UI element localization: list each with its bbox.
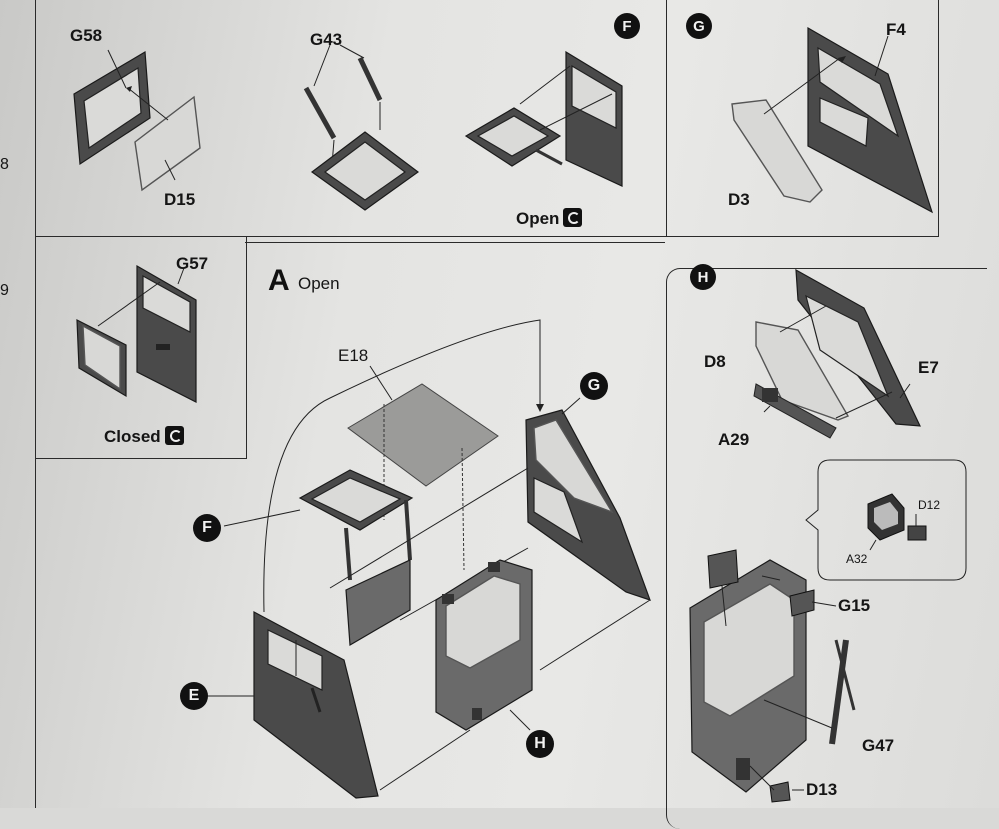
label-g58: G58 (70, 26, 103, 45)
hatch-frame-part (310, 131, 420, 211)
d15-glass-part (134, 95, 201, 192)
h-top-door-part (795, 268, 921, 427)
badge-e-assembly: E (180, 682, 208, 710)
h-lower-door (689, 549, 815, 803)
e-side-panel (253, 611, 379, 799)
label-e7: E7 (918, 358, 939, 377)
f4-door-part (807, 26, 934, 214)
panel-assembly-frame (245, 242, 665, 243)
g47-strut (829, 639, 856, 745)
step-caption: Open (298, 274, 340, 293)
label-g15: G15 (838, 596, 871, 615)
panel-top-row-frame (35, 0, 939, 237)
yin-yang-icon (164, 426, 184, 445)
label-d13: D13 (806, 780, 838, 799)
badge-h-assembly: H (526, 730, 554, 758)
g57-glass-part (76, 318, 127, 398)
a29-bar-part (753, 383, 837, 439)
label-d12: D12 (918, 498, 941, 512)
f-roof-frame (298, 469, 414, 581)
label-g57: G57 (176, 254, 209, 273)
edge-fragment-top: 8 (0, 156, 9, 173)
f-door-part (565, 50, 623, 187)
label-a29: A29 (718, 430, 750, 449)
d8-glass-part (755, 321, 850, 421)
edge-fragment-bottom: 9 (0, 282, 9, 299)
left-edge-line (35, 458, 36, 808)
g43-struts (303, 44, 383, 166)
step-letter: A (268, 264, 290, 297)
f-door-assembly (345, 559, 411, 647)
panel-g-divider (666, 0, 667, 236)
a32-part (867, 493, 905, 541)
panel-h-frame (666, 268, 987, 829)
yin-yang-icon (563, 208, 583, 227)
label-e18: E18 (338, 346, 369, 365)
badge-g-top: G (686, 13, 712, 39)
badge-g-assembly: G (580, 372, 608, 400)
label-d8: D8 (704, 352, 726, 371)
badge-h-panel: H (690, 264, 716, 290)
e18-roof-panel (347, 383, 499, 487)
label-d3: D3 (728, 190, 750, 209)
caption-open-top: Open (516, 208, 583, 229)
panel-g57-frame (35, 236, 247, 459)
parts-artwork (73, 26, 967, 803)
badge-f-top: F (614, 13, 640, 39)
caption-open-text: Open (516, 209, 560, 228)
h-door-part (435, 559, 533, 731)
label-a32: A32 (846, 552, 868, 566)
badge-f-assembly: F (193, 514, 221, 542)
caption-closed-text: Closed (104, 427, 161, 446)
label-g43: G43 (310, 30, 343, 49)
d3-glass-part (731, 99, 823, 203)
label-g47: G47 (862, 736, 895, 755)
g-side-panel (525, 409, 651, 601)
label-f4: F4 (886, 20, 906, 39)
label-d15: D15 (164, 190, 196, 209)
g57-door-part (136, 264, 197, 403)
d12-part (907, 525, 927, 541)
f-hatch-open (464, 107, 563, 167)
caption-closed: Closed (104, 426, 184, 447)
